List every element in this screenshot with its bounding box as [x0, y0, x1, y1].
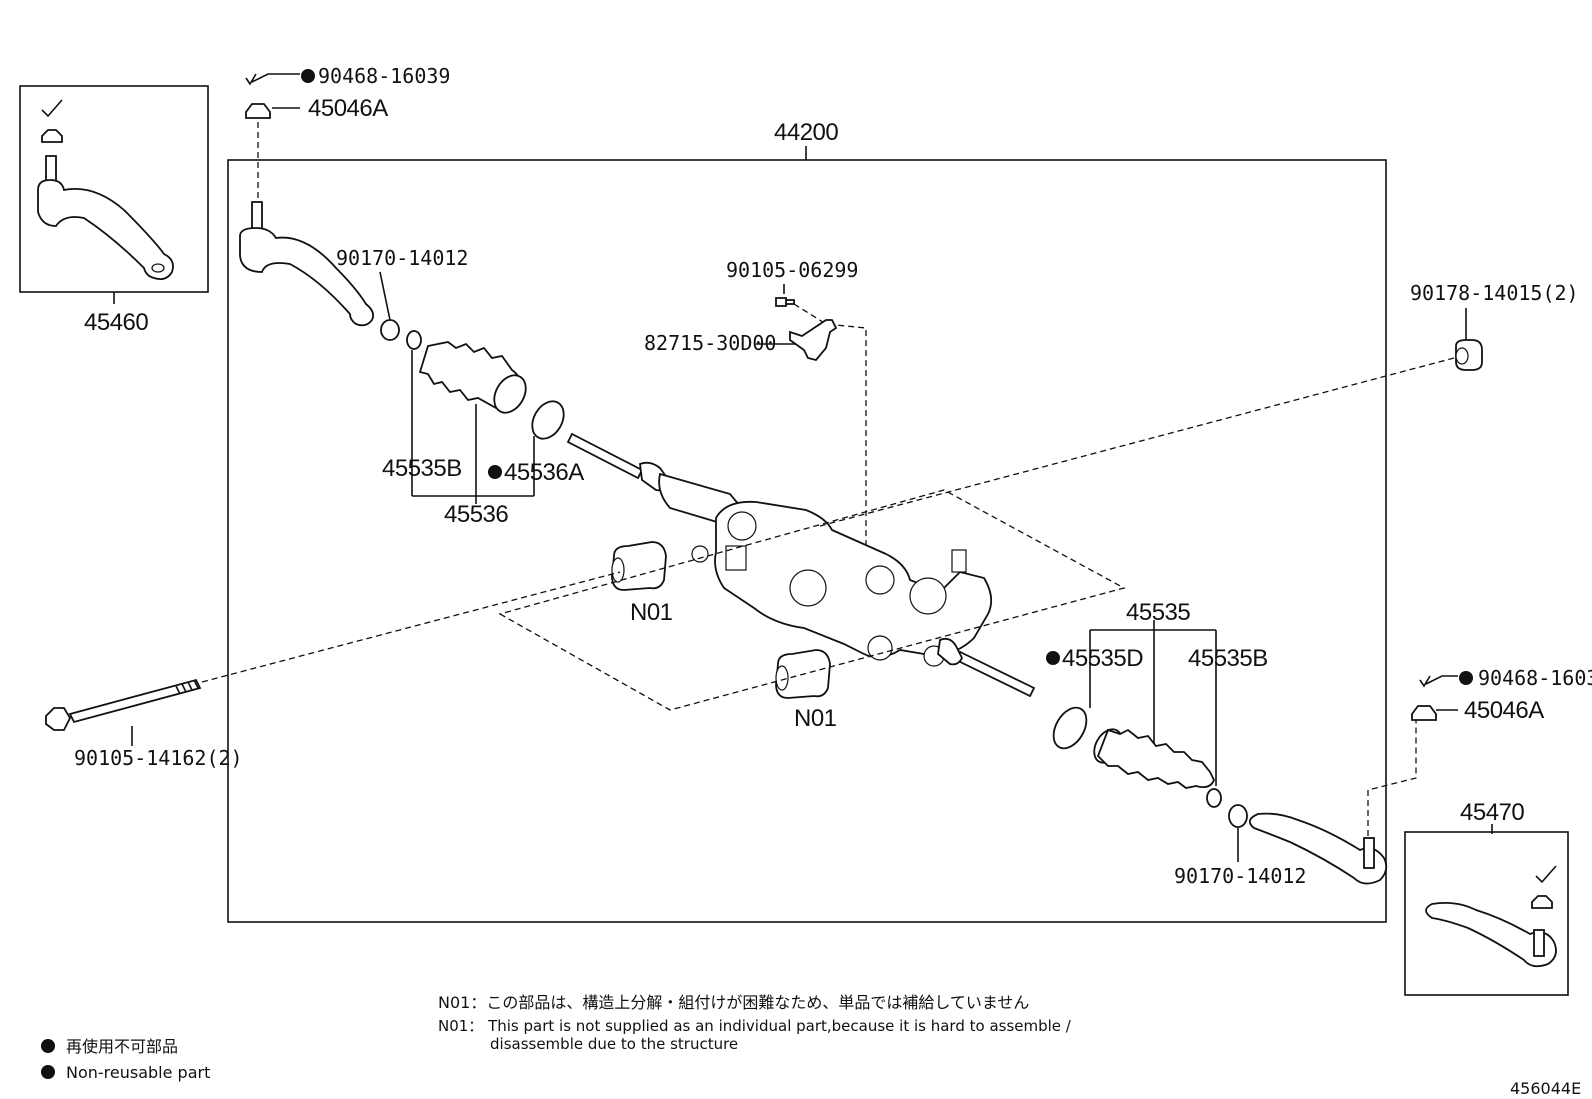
right-tie-rod-end-box — [1404, 831, 1569, 996]
note-jp: N01：この部品は、構造上分解・組付けが困難なため、単品では補給していません — [438, 993, 1029, 1012]
left-tie-rod-end — [239, 201, 375, 327]
right-boot — [1093, 728, 1215, 789]
left-boot-clip — [531, 400, 565, 440]
right-clamp — [1206, 788, 1222, 808]
long-bolt — [45, 678, 202, 731]
right-boot-clamp-label: 45535B — [1188, 645, 1268, 672]
right-insulator-label: 90178-14015(2) — [1410, 281, 1579, 305]
right-washer — [1228, 804, 1248, 828]
right-boot-clip-label: 45535D — [1062, 645, 1143, 672]
legend-dot-jp — [41, 1039, 55, 1053]
right-boot-set-label: 45535 — [1126, 599, 1190, 626]
long-bolt-label: 90105-14162(2) — [74, 746, 243, 770]
steering-gear-housing — [566, 432, 1036, 698]
right-boot-clip — [1052, 706, 1088, 750]
left-clamp — [406, 330, 422, 350]
right-nut-no-label: 90468-16039 — [1478, 666, 1592, 690]
left-washer-label: 90170-14012 — [336, 246, 468, 270]
right-nut-label: 45046A — [1464, 697, 1544, 724]
assembly-label: 44200 — [774, 119, 838, 146]
note-en-line2: disassemble due to the structure — [490, 1035, 738, 1053]
assembly-box — [227, 159, 1387, 923]
diagram-id: 456044E — [1510, 1079, 1581, 1098]
legend-dot-en — [41, 1065, 55, 1079]
bracket-bolt — [775, 297, 795, 307]
left-boot-clip-label: 45536A — [504, 459, 584, 486]
bushing-left — [611, 541, 667, 591]
left-boot-clamp-label: 45535B — [382, 455, 462, 482]
top-nut-no-label: 90468-16039 — [318, 64, 450, 88]
bracket-label: 82715-30D00 — [644, 331, 776, 355]
left-boot-set-label: 45536 — [444, 501, 508, 528]
left-inset-tie-rod-end — [37, 99, 174, 281]
left-washer — [380, 319, 400, 341]
left-boot — [418, 341, 527, 414]
note-en-line1: N01： This part is not supplied as an ind… — [438, 1017, 1072, 1035]
bushing-left-label: N01 — [630, 599, 673, 626]
left-tie-rod-end-label: 45460 — [84, 309, 148, 336]
bushing-right-label: N01 — [794, 705, 837, 732]
legend-en: Non-reusable part — [66, 1063, 210, 1082]
right-inset-tie-rod-end — [1425, 865, 1557, 968]
right-washer-label: 90170-14012 — [1174, 864, 1306, 888]
top-nut-label: 45046A — [308, 95, 388, 122]
bracket — [789, 319, 838, 362]
bracket-bolt-label: 90105-06299 — [726, 258, 858, 282]
right-tie-rod-end-label: 45470 — [1460, 799, 1524, 826]
legend-jp: 再使用不可部品 — [66, 1037, 178, 1056]
right-tie-rod-end — [1248, 812, 1388, 885]
